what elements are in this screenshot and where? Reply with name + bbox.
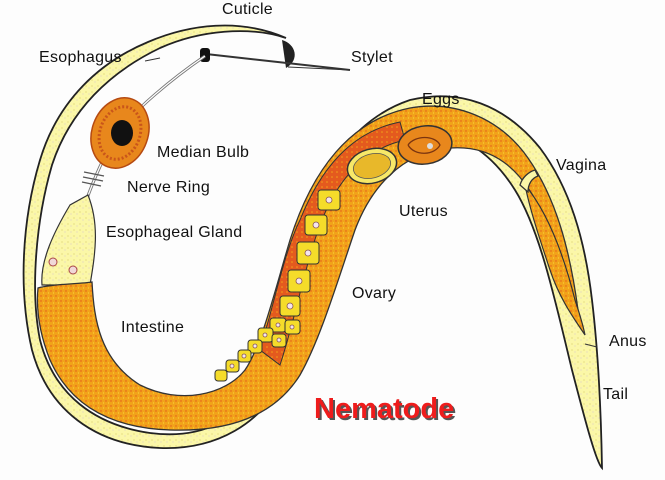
label-tail: Tail <box>603 386 629 403</box>
vagina-structure <box>519 169 539 194</box>
nerve-ring <box>81 171 105 187</box>
ovary-nuclei <box>229 196 333 369</box>
label-esophageal-gland: Esophageal Gland <box>106 224 243 241</box>
label-median-bulb: Median Bulb <box>157 144 250 161</box>
rectum <box>524 184 586 336</box>
egg-1 <box>346 147 398 185</box>
label-uterus: Uterus <box>399 203 448 220</box>
label-ovary: Ovary <box>352 285 397 302</box>
stylet-structure <box>205 53 351 71</box>
label-intestine: Intestine <box>121 319 185 336</box>
label-eggs: Eggs <box>422 91 460 108</box>
label-stylet: Stylet <box>351 49 393 66</box>
label-nerve-ring: Nerve Ring <box>127 179 211 196</box>
label-cuticle: Cuticle <box>222 1 274 18</box>
head-cap <box>282 40 295 68</box>
egg-2 <box>397 125 453 165</box>
label-esophagus: Esophagus <box>39 49 122 66</box>
median-bulb <box>90 97 150 169</box>
label-anus: Anus <box>609 333 647 350</box>
leader-lines <box>144 57 598 348</box>
esophageal-gland <box>41 194 96 286</box>
label-vagina: Vagina <box>556 157 607 174</box>
diagram-title: Nematode <box>314 393 455 425</box>
